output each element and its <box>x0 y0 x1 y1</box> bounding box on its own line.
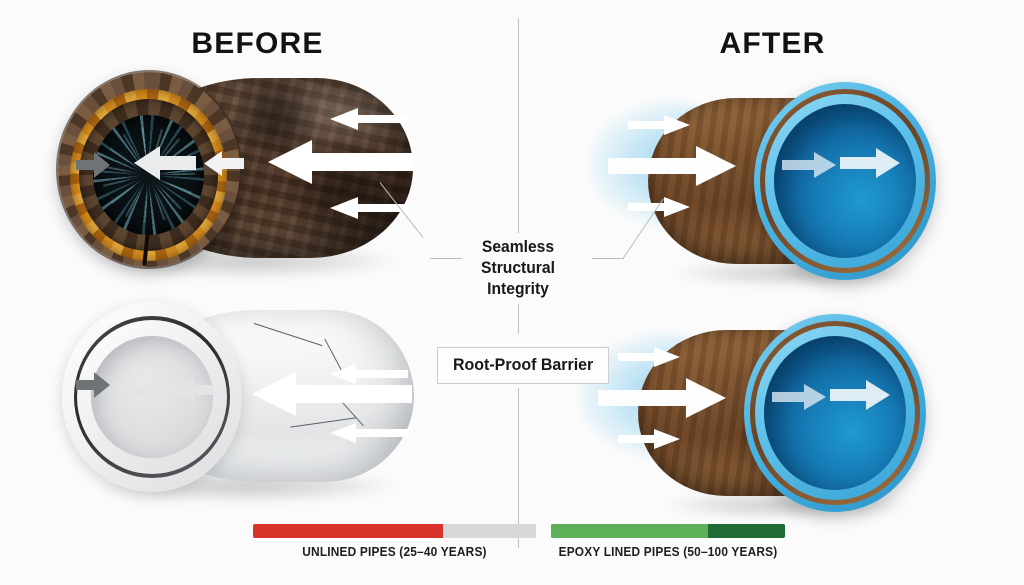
flow-arrow-left-upper <box>330 108 410 130</box>
seamless-line-1: Seamless <box>481 237 555 256</box>
lifespan-bar-track-unlined <box>253 524 536 538</box>
label-root-proof-barrier: Root-Proof Barrier <box>437 347 610 384</box>
bore-arrow-left-small <box>204 151 244 176</box>
bore-arrow-left-large <box>134 146 196 180</box>
epoxy-liner-outer <box>754 82 936 280</box>
page-title-before: BEFORE <box>191 27 324 60</box>
pvc-bore-arrow-small <box>178 378 214 402</box>
legend-caption-unlined: UNLINED PIPES (25–40 YEARS) <box>302 545 487 559</box>
epoxy-liner-outer <box>744 314 926 512</box>
gray-inlet-arrow-top <box>76 152 110 178</box>
bore-arrow-right-2-top <box>840 148 900 178</box>
lifespan-bar-track-epoxy <box>551 524 785 538</box>
host-pipe-rim <box>760 89 930 273</box>
lifespan-bar-fill-epoxy-light <box>551 524 708 538</box>
seamless-line-2: Structural <box>481 258 555 277</box>
epoxy-liner-lip <box>765 94 925 268</box>
bore-arrow-right-2-bottom <box>830 380 890 410</box>
center-divider-top <box>518 18 519 233</box>
flow-arrow-left-lower <box>330 197 410 219</box>
pvc-bore-arrow-large <box>134 376 188 406</box>
page-title-after: AFTER <box>719 27 826 60</box>
pvc-crack-1 <box>253 322 323 347</box>
after-flow-arrow-main-top <box>608 146 736 186</box>
gray-inlet-arrow-bottom <box>76 372 110 398</box>
pipe-bore-dark <box>93 115 204 235</box>
rust-ring-inner <box>79 99 218 251</box>
pvc-flow-arrow-lower <box>330 423 408 443</box>
center-divider-bottom <box>518 388 519 548</box>
epoxy-bore <box>774 104 916 258</box>
leader-line-left-horizontal <box>430 258 462 259</box>
after-flow-arrow-lower-top <box>628 197 690 217</box>
epoxy-bore <box>764 336 906 490</box>
epoxy-lined-pipe-bottom <box>626 312 926 518</box>
water-swirl-inner <box>101 127 196 223</box>
after-flow-arrow-upper-bottom <box>618 347 680 367</box>
host-pipe-rim <box>750 321 920 505</box>
after-flow-arrow-upper-top <box>628 115 690 135</box>
epoxy-liner-lip <box>755 326 915 500</box>
after-flow-arrow-lower-bottom <box>618 429 680 449</box>
pvc-flow-arrow-upper <box>330 364 408 384</box>
lifespan-bar-fill-unlined <box>253 524 443 538</box>
seamless-line-3: Integrity <box>487 279 549 298</box>
leader-line-right-horizontal <box>592 258 624 259</box>
bore-arrow-right-1-bottom <box>772 384 826 410</box>
center-divider-middle <box>518 304 519 334</box>
label-seamless-structural-integrity: Seamless Structural Integrity <box>448 236 588 299</box>
pvc-flow-arrow-main <box>252 372 412 416</box>
after-flow-arrow-main-bottom <box>598 378 726 418</box>
bore-arrow-right-1-top <box>782 152 836 178</box>
corroded-rusty-pipe <box>58 66 413 281</box>
flow-arrow-left-main <box>268 140 413 184</box>
legend-caption-epoxy: EPOXY LINED PIPES (50–100 YEARS) <box>558 545 778 559</box>
